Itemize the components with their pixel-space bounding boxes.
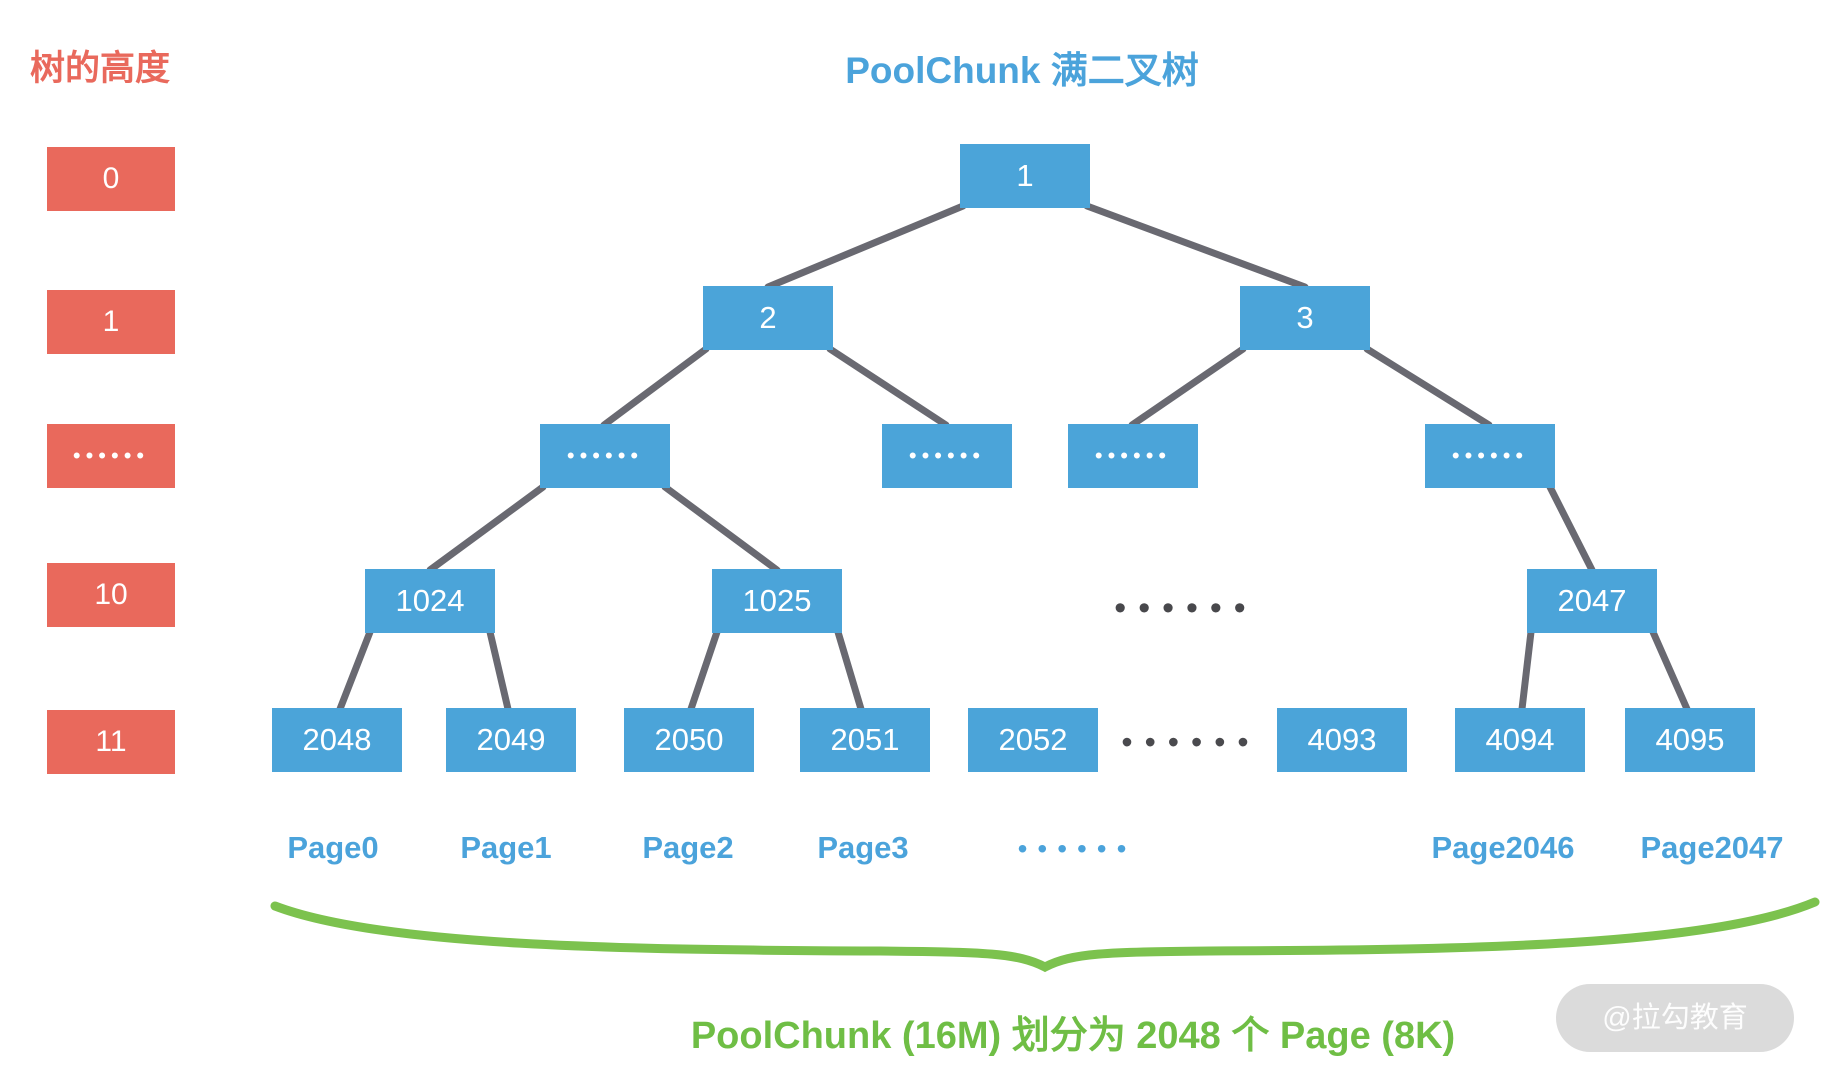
tree-node-ellipsis-d: •••••• — [1425, 424, 1555, 488]
bottom-caption: PoolChunk (16M) 划分为 2048 个 Page (8K) — [690, 1015, 1456, 1057]
edge-2047-4094 — [1518, 628, 1535, 713]
leaf-ellipsis-dots: •••••• — [1121, 724, 1261, 760]
edge-to-1025 — [661, 483, 781, 574]
tree-node-4093: 4093 — [1277, 708, 1407, 772]
page-label-1: Page1 — [460, 830, 552, 865]
page-label-2046: Page2046 — [1431, 830, 1575, 865]
edge-1025-2050 — [687, 628, 721, 713]
page-label-2: Page2 — [642, 830, 734, 865]
watermark-badge: @拉勾教育 — [1556, 984, 1794, 1052]
edge-3-right — [1363, 345, 1493, 429]
tree-node-1025: 1025 — [712, 569, 842, 633]
tree-node-ellipsis-a: •••••• — [540, 424, 670, 488]
edge-1-3 — [1083, 202, 1309, 291]
edge-1024-2049 — [486, 628, 512, 713]
page-ellipsis-dots: •••••• — [1017, 833, 1137, 864]
page-label-0: Page0 — [287, 830, 379, 865]
page-label-2047: Page2047 — [1640, 830, 1784, 865]
tree-node-1: 1 — [960, 144, 1090, 208]
tree-node-4095: 4095 — [1625, 708, 1755, 772]
edge-1-2 — [764, 202, 967, 291]
tree-node-2051: 2051 — [800, 708, 930, 772]
edge-1025-2051 — [834, 628, 865, 713]
tree-node-4094: 4094 — [1455, 708, 1585, 772]
tree-node-2: 2 — [703, 286, 833, 350]
height-label-10: 10 — [47, 563, 175, 627]
tree-height-title: 树的高度 — [30, 49, 171, 88]
tree-node-2049: 2049 — [446, 708, 576, 772]
tree-node-ellipsis-b: •••••• — [882, 424, 1012, 488]
height-label-0: 0 — [47, 147, 175, 211]
page-label-3: Page3 — [817, 830, 909, 865]
edge-to-2047 — [1546, 483, 1596, 574]
edge-1024-2048 — [336, 628, 374, 713]
height-label-11: 11 — [47, 710, 175, 774]
edge-2-left — [600, 345, 710, 429]
tree-node-1024: 1024 — [365, 569, 495, 633]
level3-ellipsis-dots: •••••• — [1114, 589, 1258, 627]
page-title: PoolChunk 满二叉树 — [845, 50, 1199, 91]
edge-2047-4095 — [1649, 628, 1691, 713]
tree-node-2047: 2047 — [1527, 569, 1657, 633]
tree-node-3: 3 — [1240, 286, 1370, 350]
tree-node-ellipsis-c: •••••• — [1068, 424, 1198, 488]
edge-2-right — [826, 345, 950, 429]
underbrace — [270, 897, 1820, 973]
height-label-1: 1 — [47, 290, 175, 354]
height-label-ellipsis: •••••• — [47, 424, 175, 488]
edge-to-1024 — [426, 483, 547, 574]
tree-node-2052: 2052 — [968, 708, 1098, 772]
tree-node-2050: 2050 — [624, 708, 754, 772]
tree-node-2048: 2048 — [272, 708, 402, 772]
edge-3-left — [1128, 345, 1247, 429]
